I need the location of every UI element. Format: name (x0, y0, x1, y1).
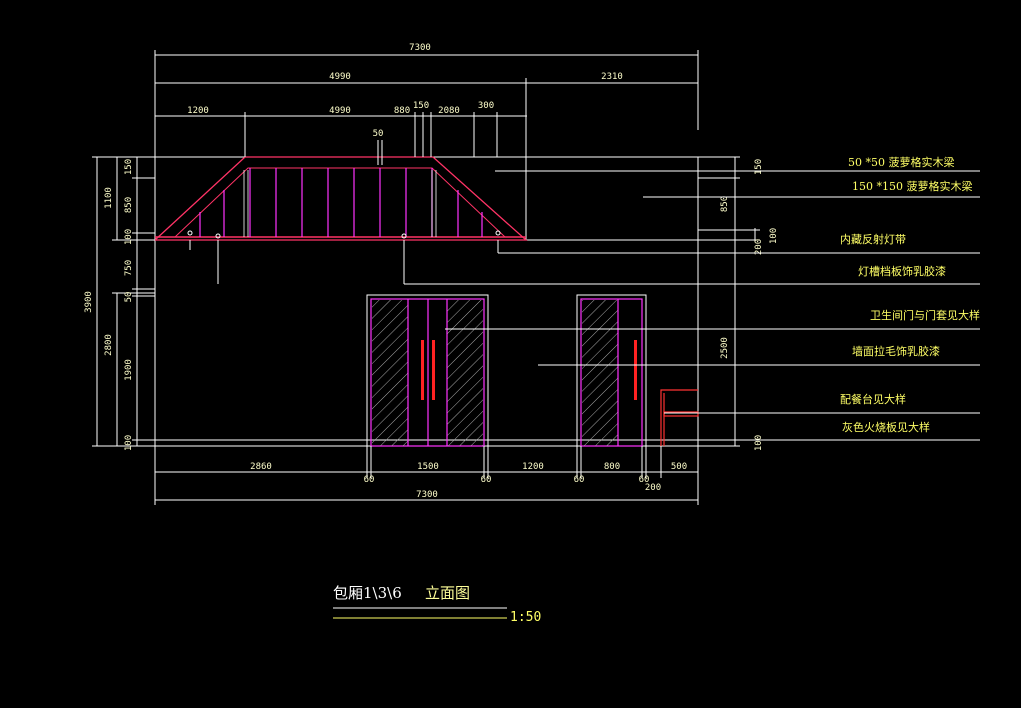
top-dimensions (154, 50, 699, 165)
note-serving-counter: 配餐台见大样 (840, 392, 906, 406)
note-light-trough-baffle: 灯槽档板饰乳胶漆 (858, 264, 946, 278)
material-annotations: 50 *50 菠萝格实木梁 150 *150 菠萝格实木梁 内藏反射灯带 灯槽档… (840, 155, 980, 434)
note-hidden-light-strip: 内藏反射灯带 (840, 232, 906, 246)
dim-top-50: 50 (373, 129, 384, 139)
left-dimensions (92, 156, 155, 447)
dim-bottom-60b: 60 (481, 475, 492, 485)
note-bathroom-door: 卫生间门与门套见大样 (870, 308, 980, 322)
drawing-type: 立面图 (425, 584, 470, 602)
bottom-dimensions (154, 446, 699, 505)
serving-counter (660, 389, 699, 446)
dim-left-1100: 1100 (104, 187, 114, 209)
drawing-scale: 1:50 (510, 610, 541, 625)
dim-left-100: 100 (124, 229, 134, 245)
dim-top-300: 300 (478, 101, 494, 111)
dim-top-4990: 4990 (329, 72, 351, 82)
dim-top-150: 150 (413, 101, 429, 111)
dim-left-2800: 2800 (104, 334, 114, 356)
drawing-title: 包厢1\3\6 (333, 584, 402, 602)
dim-bottom-200: 200 (645, 483, 661, 493)
dim-right-200: 200 (754, 239, 764, 255)
dim-left-150: 150 (124, 159, 134, 175)
dim-top-880: 880 (394, 106, 410, 116)
dim-right-100: 100 (769, 228, 779, 244)
dim-bottom-60c: 60 (574, 475, 585, 485)
dim-right-100b: 100 (754, 435, 764, 451)
note-timber-beam-50: 50 *50 菠萝格实木梁 (848, 155, 955, 169)
dim-bottom-overall: 7300 (416, 490, 438, 500)
dim-top-2080: 2080 (438, 106, 460, 116)
dim-left-750: 750 (124, 260, 134, 276)
left-dimension-labels: 150 850 100 750 50 1900 100 1100 2800 39… (84, 159, 134, 451)
double-door (366, 294, 489, 447)
leader-lines (189, 170, 980, 441)
dim-top-2310: 2310 (601, 72, 623, 82)
dim-top-1200: 1200 (187, 106, 209, 116)
dim-top-overall: 7300 (409, 43, 431, 53)
dim-bottom-60a: 60 (364, 475, 375, 485)
dim-right-150: 150 (754, 159, 764, 175)
dim-left-850: 850 (124, 197, 134, 213)
dim-bottom-2860: 2860 (250, 462, 272, 472)
dim-left-100b: 100 (124, 435, 134, 451)
note-textured-wall: 墙面拉毛饰乳胶漆 (852, 344, 940, 358)
dim-right-850: 850 (720, 196, 730, 212)
dim-bottom-500: 500 (671, 462, 687, 472)
dim-left-1900: 1900 (124, 359, 134, 381)
dim-bottom-800: 800 (604, 462, 620, 472)
bottom-dimension-labels: 2860 1500 1200 800 500 60 60 60 60 200 7… (250, 462, 687, 500)
roof-truss (153, 156, 528, 241)
dim-right-2500: 2500 (720, 337, 730, 359)
dim-bottom-1500: 1500 (417, 462, 439, 472)
dim-bottom-60d: 60 (639, 475, 650, 485)
dim-bottom-1200: 1200 (522, 462, 544, 472)
dim-left-3900: 3900 (84, 291, 94, 313)
right-dimension-labels: 150 850 200 100 2500 100 (720, 159, 779, 451)
bathroom-door (576, 294, 647, 447)
note-grey-flamed-stone: 灰色火烧板见大样 (842, 420, 930, 434)
note-timber-beam-150: 150 *150 菠萝格实木梁 (852, 179, 972, 193)
dim-left-50: 50 (124, 292, 134, 303)
dim-top-4990b: 4990 (329, 106, 351, 116)
drawing-title-block: 包厢1\3\6 立面图 1:50 (333, 584, 541, 625)
top-dimension-labels: 7300 4990 2310 1200 4990 880 150 2080 30… (187, 43, 623, 139)
